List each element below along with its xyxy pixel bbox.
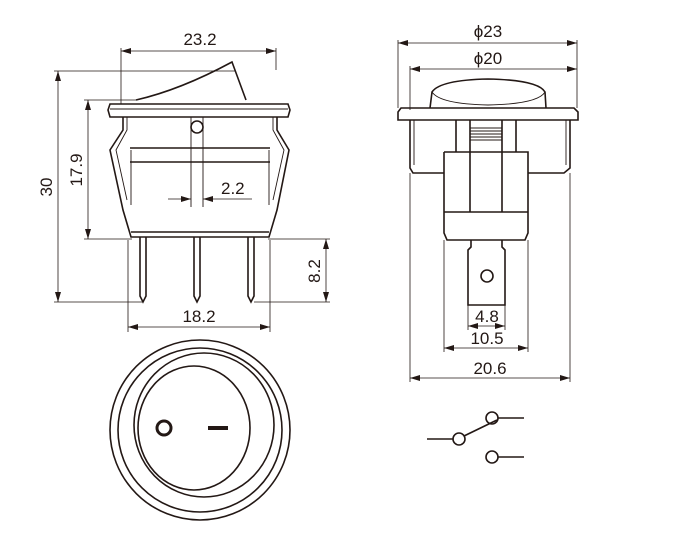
- side-dimensions: 23.2 30 17.9 8.2 18.2 2.2: [37, 30, 330, 332]
- dim-outer-diameter: ϕ23: [474, 22, 502, 41]
- front-view: [397, 78, 579, 306]
- dim-side-width: 23.2: [183, 30, 216, 49]
- dim-body-height: 17.9: [67, 153, 86, 186]
- dim-pin-span: 18.2: [182, 307, 215, 326]
- dim-base-width: 20.6: [473, 359, 506, 378]
- dim-tab-width: 4.8: [475, 307, 499, 326]
- dim-pin-length: 8.2: [305, 259, 324, 283]
- dim-body-depth: 10.5: [470, 329, 503, 348]
- side-view: [107, 60, 291, 304]
- off-symbol-icon: [155, 419, 173, 437]
- front-dimensions: ϕ23 ϕ20 4.8 10.5 20.6: [397, 22, 578, 382]
- switch-schematic-icon: [427, 411, 524, 464]
- dim-pin-width: 2.2: [221, 179, 245, 198]
- dim-cap-diameter: ϕ20: [474, 49, 502, 68]
- dim-total-height: 30: [37, 178, 56, 197]
- on-symbol-icon: [208, 426, 228, 430]
- pins: [139, 237, 255, 304]
- top-view: [109, 339, 291, 521]
